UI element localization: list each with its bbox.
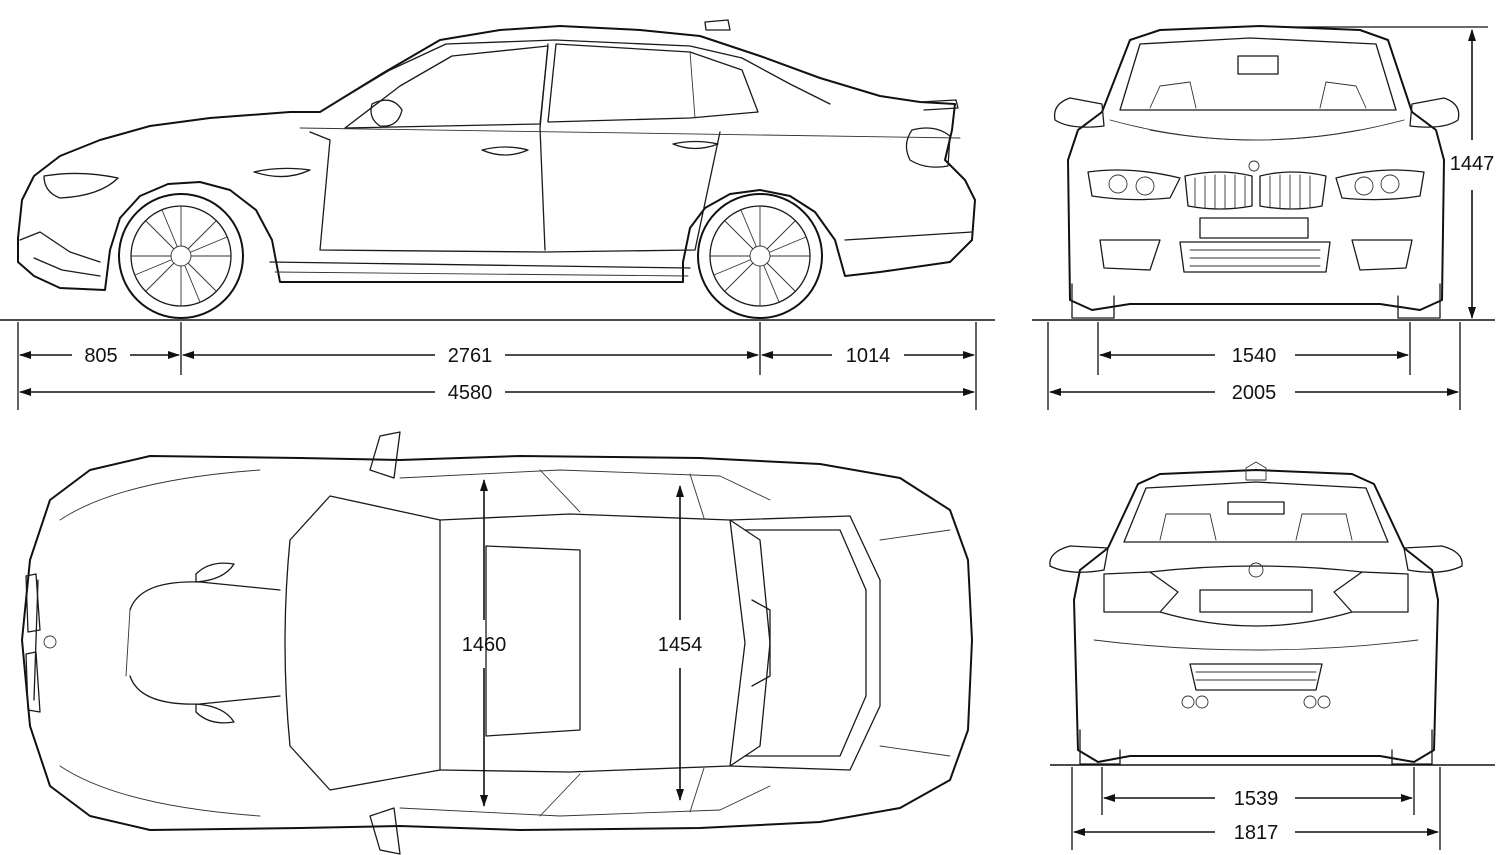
- dim-overall-length: 4580: [448, 382, 493, 404]
- dim-wheelbase: 2761: [448, 345, 493, 367]
- front-wheel: [118, 193, 244, 319]
- front-dimensions: 1447 1540 2005: [1047, 26, 1495, 410]
- side-view: [0, 19, 995, 321]
- top-view: [21, 431, 973, 855]
- dim-rear-overhang: 1014: [846, 345, 891, 367]
- rear-dimensions: 1539 1817: [1071, 767, 1441, 850]
- dim-rear-interior-width: 1454: [658, 634, 703, 656]
- dim-front-track: 1540: [1232, 345, 1277, 367]
- rear-wheel: [697, 193, 823, 319]
- rear-view: [1049, 461, 1495, 766]
- dim-front-interior-width: 1460: [462, 634, 507, 656]
- dim-body-width: 1817: [1234, 822, 1279, 844]
- dim-front-overhang: 805: [84, 345, 117, 367]
- dim-height: 1447: [1450, 153, 1495, 175]
- dim-width-mirrors: 2005: [1232, 382, 1277, 404]
- side-dimensions: 805 2761 1014 4580: [17, 322, 977, 410]
- top-dimensions: 1460 1454: [462, 479, 703, 807]
- front-view: [1032, 25, 1495, 321]
- dim-rear-track: 1539: [1234, 788, 1279, 810]
